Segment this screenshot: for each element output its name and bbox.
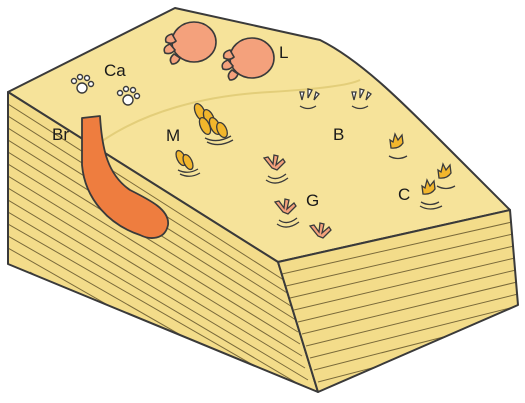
label-l: L: [279, 43, 288, 62]
label-b: B: [333, 125, 344, 144]
label-ca: Ca: [104, 61, 126, 80]
label-c: C: [398, 185, 410, 204]
label-br: Br: [52, 125, 69, 144]
label-g: G: [306, 191, 319, 210]
label-m: M: [166, 126, 180, 145]
